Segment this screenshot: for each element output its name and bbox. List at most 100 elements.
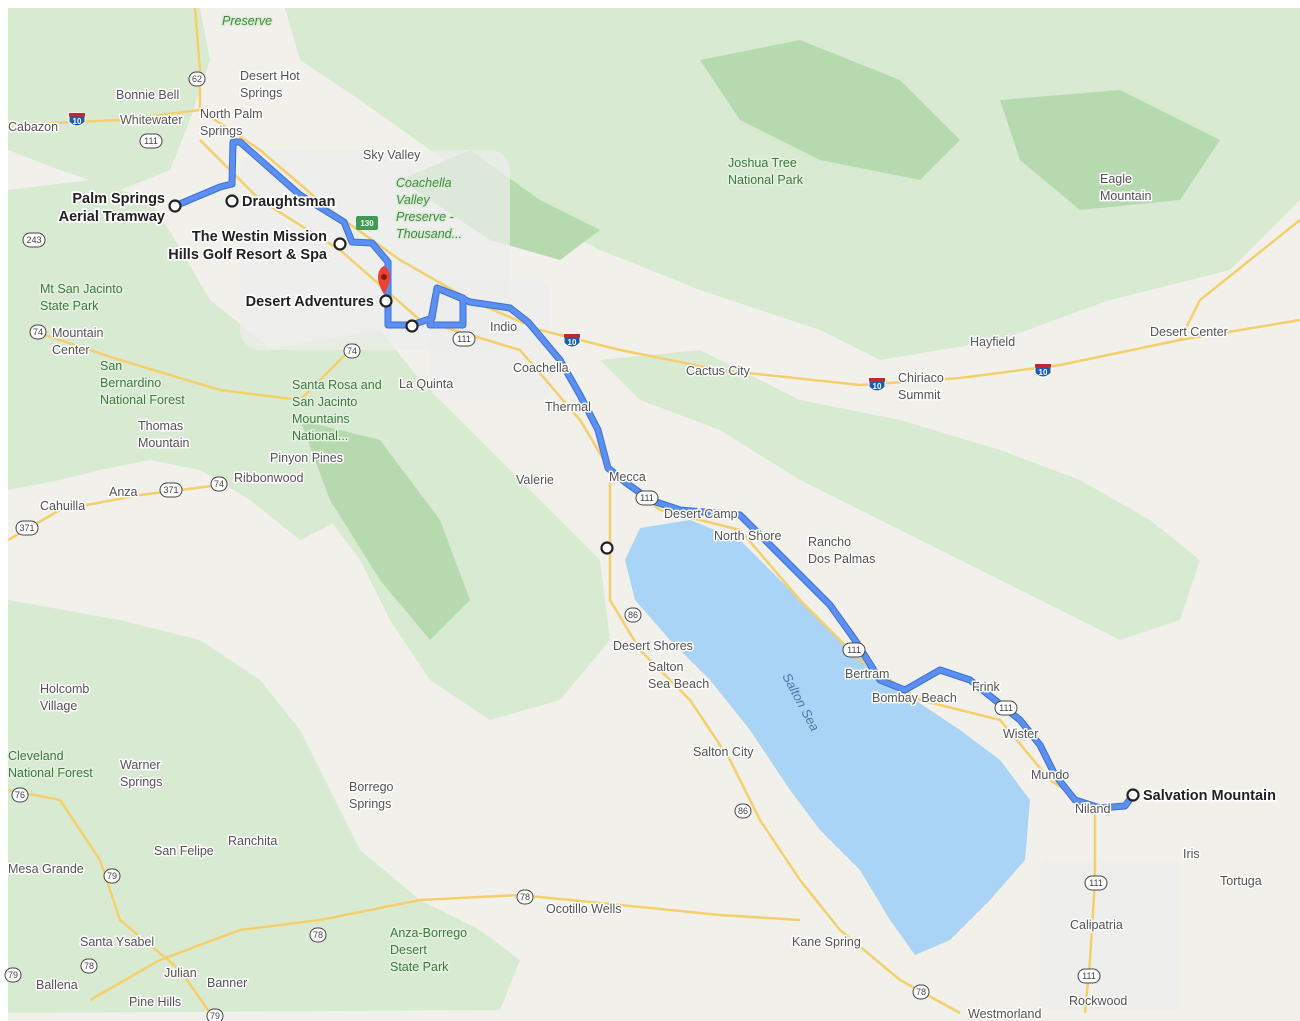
- hwy-79: [7, 788, 212, 1014]
- place-label: Desert Shores: [613, 639, 693, 653]
- route-shield-icon: 111: [635, 490, 659, 506]
- hwy-177: [1178, 219, 1300, 341]
- svg-text:130: 130: [360, 219, 374, 228]
- calipatria-area: [1040, 860, 1180, 1010]
- waypoint-marker[interactable]: Desert Adventures: [244, 292, 393, 312]
- svg-text:86: 86: [738, 806, 748, 816]
- route-shield-icon: 111: [1077, 968, 1101, 984]
- chocolate-mountains: [600, 350, 1200, 640]
- place-label: Salton City: [693, 745, 754, 759]
- hwy-111: [199, 139, 1096, 812]
- place-label: Cactus City: [686, 364, 751, 378]
- place-label: Westmorland: [968, 1007, 1041, 1021]
- place-label: Anza: [109, 485, 138, 499]
- waypoint-label: Desert Adventures: [246, 294, 374, 310]
- waypoint-circle-icon: [225, 194, 239, 208]
- svg-text:111: 111: [640, 493, 654, 503]
- svg-text:10: 10: [1039, 368, 1048, 377]
- route-shield-icon: 76: [11, 787, 29, 803]
- waypoint-marker[interactable]: Salvation Mountain: [1126, 786, 1278, 806]
- route-shield-icon: 86: [624, 607, 642, 623]
- waypoint-circle-icon: [168, 199, 182, 213]
- place-label: Mundo: [1031, 768, 1069, 782]
- place-label: Wister: [1003, 727, 1038, 741]
- route-shield-icon: 10: [68, 112, 86, 127]
- place-label: San Felipe: [154, 844, 214, 858]
- route-shield-icon: 78: [80, 958, 98, 974]
- svg-text:78: 78: [520, 892, 530, 902]
- route-shield-icon: 371: [15, 520, 39, 536]
- park-areas: [8, 8, 1300, 1013]
- anza-borrego-park: [8, 600, 520, 1013]
- mt-san-jacinto: [8, 180, 350, 540]
- svg-text:111: 111: [1089, 878, 1103, 888]
- svg-text:111: 111: [999, 703, 1013, 713]
- svg-text:79: 79: [107, 871, 117, 881]
- place-label: Santa Ysabel: [80, 935, 154, 949]
- route-shield-icon: 111: [139, 133, 163, 149]
- hwy-74: [29, 328, 351, 402]
- svg-text:78: 78: [84, 961, 94, 971]
- waypoint-label: Salvation Mountain: [1143, 788, 1276, 804]
- waypoint-marker[interactable]: [600, 541, 614, 555]
- svg-text:74: 74: [347, 346, 357, 356]
- waypoint-marker[interactable]: [405, 319, 419, 333]
- route-shield-icon: 243: [22, 232, 46, 248]
- place-label: Ocotillo Wells: [546, 902, 621, 916]
- place-label: La Quinta: [399, 377, 453, 391]
- place-label: Bombay Beach: [872, 691, 957, 705]
- route-shield-icon: 74: [210, 476, 228, 492]
- svg-text:86: 86: [628, 610, 638, 620]
- place-label: Thermal: [545, 400, 591, 414]
- svg-text:111: 111: [847, 645, 861, 655]
- place-label: North Shore: [714, 529, 781, 543]
- place-label: Coachella: [513, 361, 569, 375]
- route-shield-icon: 74: [343, 343, 361, 359]
- place-label: Iris: [1183, 847, 1200, 861]
- route-shield-icon: 130: [356, 216, 378, 230]
- place-label: Pine Hills: [129, 995, 181, 1009]
- route-shield-icon: 111: [1084, 875, 1108, 891]
- place-label: Bertram: [845, 667, 889, 681]
- place-label: Mecca: [609, 470, 646, 484]
- place-label: Preserve: [222, 14, 272, 28]
- waypoint-marker[interactable]: Draughtsman: [225, 192, 337, 212]
- route-shield-icon: 78: [912, 984, 930, 1000]
- place-label: Ballena: [36, 978, 78, 992]
- svg-text:78: 78: [916, 987, 926, 997]
- route-shield-icon: 78: [516, 889, 534, 905]
- place-label: Banner: [207, 976, 247, 990]
- route-shield-icon: 111: [994, 700, 1018, 716]
- place-label: Mesa Grande: [8, 862, 84, 876]
- svg-text:371: 371: [163, 485, 178, 495]
- hwy-86: [608, 470, 961, 1015]
- svg-text:79: 79: [210, 1011, 220, 1021]
- route-shield-icon: 111: [452, 331, 476, 347]
- route-shield-icon: 74: [29, 324, 47, 340]
- svg-text:111: 111: [1082, 971, 1096, 981]
- place-label: Hayfield: [970, 335, 1015, 349]
- salton-sea: [625, 520, 1030, 955]
- joshua-tree-park: [285, 8, 1300, 360]
- place-label: Pinyon Pines: [270, 451, 343, 465]
- svg-text:111: 111: [457, 334, 471, 344]
- selected-location-pin[interactable]: [378, 266, 390, 294]
- route-shield-icon: 62: [188, 71, 206, 87]
- svg-text:79: 79: [8, 970, 18, 980]
- waypoint-circle-icon: [379, 294, 393, 308]
